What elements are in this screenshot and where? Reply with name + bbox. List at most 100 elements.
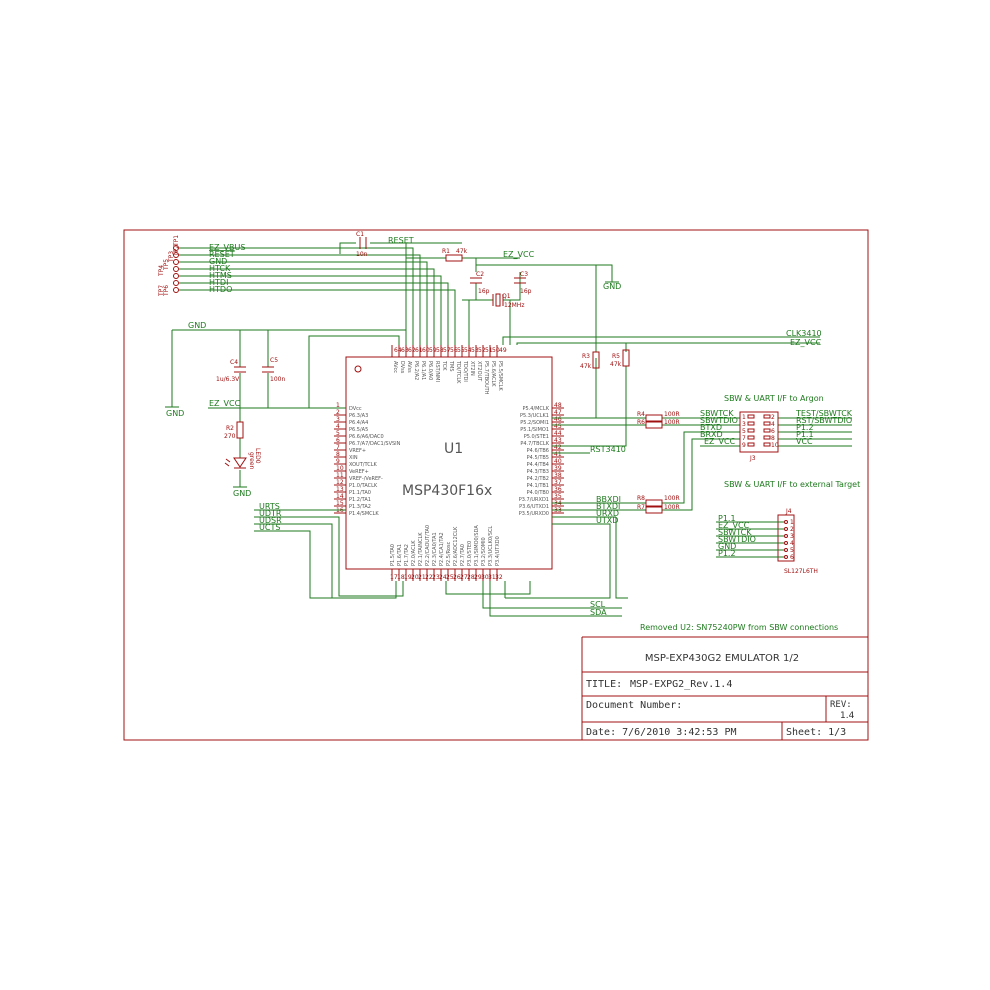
r2-value: 270 [224, 433, 236, 440]
ic-pin-name: P4.7/TBCLK [520, 441, 549, 447]
sheet-frame [123, 229, 869, 741]
ic-pin-name: VeREF+ [349, 469, 369, 475]
resistor-r7: R7 100R [637, 504, 680, 514]
net-label-ez-vcc-j3: EZ_VCC [704, 437, 736, 446]
ic-pin-name: P6.6/A6/DAC0 [349, 434, 384, 440]
ic-pin-number: 17 [390, 574, 398, 581]
gnd-symbol-led: GND [233, 486, 251, 498]
q1-value: 12MHz [504, 302, 524, 309]
ic-pin-name: P5.5/SMCLK [497, 361, 503, 391]
ic-pin-number: 61 [415, 347, 423, 354]
c5-ref: C5 [270, 357, 278, 364]
ic-pin-name: DVss [399, 361, 405, 374]
net-label-sbwtdio-j3: SBWTDIO [700, 416, 738, 425]
j4-pin-number: 6 [790, 554, 794, 561]
ic-pin-name: P5.3/UCLK1 [520, 413, 549, 419]
r5-ref: R5 [612, 353, 620, 360]
ic-pin-name: P2.4/CA1/TA2 [439, 532, 445, 566]
net-label-p1-1-j4: P1.1 [718, 514, 736, 523]
ic-pin-name: P1.2/TA1 [349, 497, 371, 503]
ic-pin-number: 35 [554, 493, 562, 500]
ic-pin-number: 21 [418, 574, 426, 581]
ic-pin-name: XT2OUT [476, 361, 482, 382]
j3-pin-number: 1 [742, 414, 746, 421]
ic-value-label: MSP430F16x [402, 483, 492, 499]
ic-pin-number: 64 [394, 347, 402, 354]
ic-pin-number: 3 [336, 416, 340, 423]
ic-pin-name: P6.7/A7/DAC1/SVSIN [349, 441, 401, 447]
ic-pin-name: P4.0/TB0 [527, 490, 549, 496]
ic-pin-name: VREF-/VeREF- [349, 476, 383, 482]
ic-pin-name: P6.2/A2 [413, 361, 419, 380]
ic-pin-number: 12 [336, 479, 344, 486]
ic-pin-name: P3.3/UCLK0/SCL [488, 526, 494, 566]
ic-pin-number: 53 [471, 347, 479, 354]
j4-ref: J4 [785, 508, 792, 515]
r6-ref: R6 [637, 419, 645, 426]
led-ref: LED0 [254, 448, 261, 464]
r5-value: 47k [610, 361, 622, 368]
ic-pin-number: 30 [481, 574, 489, 581]
resistor-r2: R2 270 [224, 421, 244, 440]
ic-pin-number: 28 [467, 574, 475, 581]
j3-pin-number: 7 [742, 435, 746, 442]
net-label-gnd-bus: GND [209, 257, 227, 266]
ic-pin-name: P4.2/TB2 [527, 476, 549, 482]
ic-pin-number: 38 [554, 472, 562, 479]
resistor-r3: R3 47k [580, 351, 600, 370]
net-label-ucts: UCTS [259, 523, 280, 532]
ic-pin-name: P6.3/A3 [349, 413, 368, 419]
ic-pin-number: 26 [453, 574, 461, 581]
testpoint-label-3: TP3 [168, 251, 175, 263]
ic-pin-name: P3.4/UTXD0 [495, 536, 501, 566]
j3-pin-number: 5 [742, 428, 746, 435]
ic-pin-name: P5.2/SOMI1 [520, 420, 549, 426]
ic-pin-name: P3.6/UTXD1 [519, 504, 549, 510]
ic-pin-name: TDI/TCLK [455, 360, 461, 384]
title-label: TITLE: [586, 679, 622, 690]
ic-pin-name: P2.0/ACLK [411, 540, 417, 566]
r7-ref: R7 [637, 504, 645, 511]
ic-pin-number: 2 [336, 409, 340, 416]
ic-pin-name: P1.4/SMCLK [349, 511, 379, 517]
ic-pin-name: P5.4/MCLK [522, 406, 549, 412]
net-label-brxd: BRXD [700, 430, 723, 439]
ic-pin-name: P2.7/TA0 [460, 544, 466, 566]
c4-ref: C4 [230, 359, 238, 366]
r1-ref: R1 [442, 248, 450, 255]
rev-label: REV: [830, 700, 852, 710]
ic-pin-number: 32 [495, 574, 503, 581]
net-label-htms: HTMS [209, 271, 232, 280]
r8-ref: R8 [637, 495, 645, 502]
net-label-rst-sbwtdio: RST/SBWTDIO [796, 416, 852, 425]
uart-left-wires: URTS UDTR UDSR UCTS [254, 502, 404, 599]
ic-pin-number: 20 [411, 574, 419, 581]
right-top-wires: CLK3410 EZ_VCC [502, 329, 822, 425]
c2-ref: C2 [476, 271, 484, 278]
ic-pin-name: XIN [349, 455, 358, 461]
led-value: green [248, 452, 255, 470]
testpoint-label-2: TP2 [173, 245, 180, 257]
ic-pin-name: P1.0/TACLK [349, 483, 378, 489]
title-block: MSP-EXP430G2 EMULATOR 1/2 TITLE: MSP-EXP… [581, 636, 868, 740]
net-label-sbwtck-j3: SBWTCK [700, 409, 734, 418]
ic-pin-number: 55 [457, 347, 465, 354]
ic-pin-number: 51 [485, 347, 493, 354]
net-label-ez-vcc-top: EZ_VCC [503, 250, 535, 259]
ic-pin-name: AVcc [392, 361, 398, 373]
r4-value: 100R [664, 411, 680, 418]
sheet-number: Sheet: 1/3 [786, 727, 846, 738]
document-number-label: Document Number: [586, 700, 682, 711]
resistor-r1: R1 47k [442, 248, 468, 262]
top-bus-wires [171, 242, 613, 487]
ic-pin-number: 44 [554, 430, 562, 437]
net-label-utxd: UTXD [596, 516, 618, 525]
j4-pin-number: 3 [790, 533, 794, 540]
sheet-title: MSP-EXP430G2 EMULATOR 1/2 [645, 653, 799, 664]
r7-value: 100R [664, 504, 680, 511]
capacitor-c2: C2 16p [470, 271, 490, 295]
ic-pin-number: 36 [554, 486, 562, 493]
j3-pin-number: 4 [771, 421, 775, 428]
net-label-urxd: URXD [596, 509, 619, 518]
